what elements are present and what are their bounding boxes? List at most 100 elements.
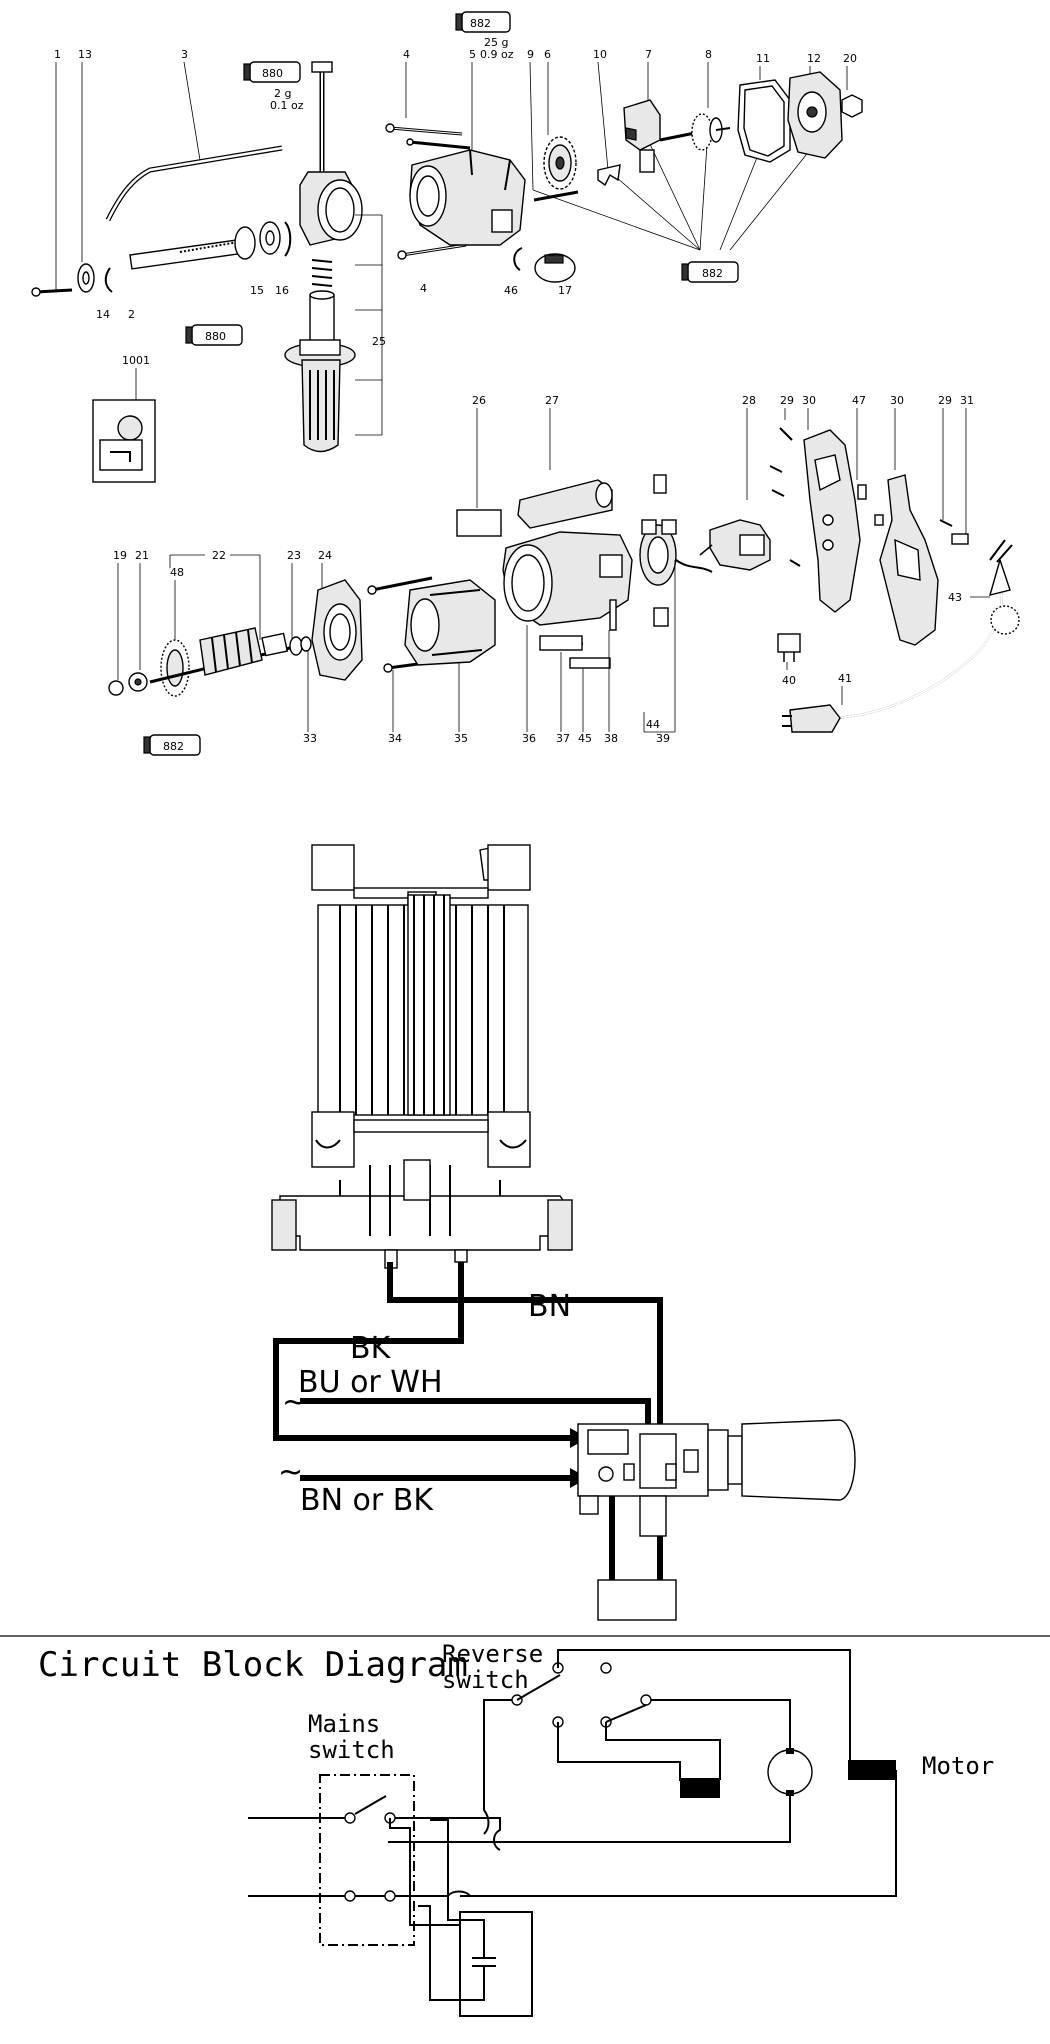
part-label: 11 [756, 52, 770, 65]
stator-35 [404, 579, 496, 666]
mains-switch-label: Mains [308, 1710, 380, 1738]
gear-housing [409, 149, 526, 246]
wires [273, 1262, 668, 1580]
part-label: 43 [948, 591, 962, 604]
reverse-switch-label: Reverse [442, 1640, 543, 1668]
svg-text:25 g: 25 g [484, 36, 508, 49]
motor-label: Motor [922, 1752, 994, 1780]
grease-tube-882-low: 882 [143, 734, 201, 756]
grease-tube-882-mid: 882 [681, 261, 739, 283]
part-label: 36 [522, 732, 536, 745]
svg-text:882: 882 [470, 17, 491, 30]
part-labels-top: 1 13 3 4 5 6 9 10 7 8 11 12 20 [54, 48, 857, 65]
part-label: 40 [782, 674, 796, 687]
part-label: 2 [128, 308, 135, 321]
part-label: 3 [181, 48, 188, 61]
switch-block-drawing [577, 1419, 856, 1621]
handle-half-left-30 [803, 429, 861, 613]
part-label: 33 [303, 732, 317, 745]
motor-wiring-diagram: BN BK BU or WH ~ ~ BN or BK [271, 844, 856, 1621]
part-label: 30 [890, 394, 904, 407]
supply-label-2: BN or BK [300, 1483, 434, 1518]
svg-text:880: 880 [205, 330, 226, 343]
part-label: 5 [469, 48, 476, 61]
nut-20 [841, 94, 863, 118]
part-label: 20 [843, 52, 857, 65]
clip-10 [597, 164, 621, 187]
screws-4 [385, 123, 471, 260]
switch-28 [699, 519, 771, 571]
brush-holder-39 [639, 519, 713, 586]
circlip-46 [513, 247, 523, 271]
part-label: 7 [645, 48, 652, 61]
part-label: 41 [838, 672, 852, 685]
part-label: 25 [372, 335, 386, 348]
grease-tube-880-low: 880 [185, 324, 243, 346]
part-label: 34 [388, 732, 402, 745]
bearing-shield-24 [311, 579, 363, 681]
part-label: 8 [705, 48, 712, 61]
gear-cover-12 [787, 71, 843, 159]
wire-label-bn: BN [528, 1289, 571, 1324]
spindle-assembly [31, 145, 292, 297]
svg-text:882: 882 [163, 740, 184, 753]
part-label: 14 [96, 308, 110, 321]
part-label: 21 [135, 549, 149, 562]
selector-knob-17 [534, 253, 576, 283]
reverse-switch-label-2: switch [442, 1666, 529, 1694]
rating-plate-26 [456, 509, 502, 537]
part-label: 45 [578, 732, 592, 745]
part-label: 22 [212, 549, 226, 562]
part-label: 28 [742, 394, 756, 407]
part-label: 4 [403, 48, 410, 61]
tilde-2: ~ [278, 1455, 303, 1490]
part-label: 12 [807, 52, 821, 65]
part-label: 31 [960, 394, 974, 407]
svg-text:2 g: 2 g [274, 87, 291, 100]
circuit-block-diagram: Circuit Block Diagram Reverse switch Mai… [38, 1640, 994, 2017]
part-label: 17 [558, 284, 572, 297]
part-label: 37 [556, 732, 570, 745]
part-label: 29 [938, 394, 952, 407]
part-label: 19 [113, 549, 127, 562]
part-label: 39 [656, 732, 670, 745]
armature-22 [108, 627, 312, 697]
part-label: 13 [78, 48, 92, 61]
brush-cover-27 [517, 479, 613, 529]
spacer-47 [857, 484, 867, 500]
part-labels-lower: 26 27 28 29 30 47 30 29 31 [472, 394, 974, 540]
carbon-brush [653, 474, 667, 494]
grease-tube-882-top: 882 25 g 0.9 oz [455, 11, 514, 61]
part-label: 15 [250, 284, 264, 297]
part-label: 46 [504, 284, 518, 297]
svg-text:0.9 oz: 0.9 oz [480, 48, 514, 61]
part-label: 16 [275, 284, 289, 297]
part-label: 9 [527, 48, 534, 61]
handle-half-right-30 [879, 474, 939, 646]
part-labels-bottom: 33 34 35 36 37 45 38 44 39 40 41 43 [303, 560, 990, 745]
part-label: 30 [802, 394, 816, 407]
switch-shifter-7 [623, 99, 661, 173]
part-label: 10 [593, 48, 607, 61]
part-label: 6 [544, 48, 551, 61]
motor-stator-drawing [271, 844, 573, 1269]
power-cable-41 [782, 539, 1020, 733]
block-diagram-title: Circuit Block Diagram [38, 1645, 468, 1685]
part-label: 47 [852, 394, 866, 407]
screws-29 [769, 427, 953, 567]
circuit-lines [248, 1649, 897, 2017]
svg-text:882: 882 [702, 267, 723, 280]
capacitor-40 [777, 633, 801, 662]
mains-switch-label-2: switch [308, 1736, 395, 1764]
part-labels-armature: 19 21 22 48 23 24 [113, 549, 332, 680]
intermediate-shaft-8 [659, 113, 731, 151]
wire-label-bk: BK [350, 1331, 392, 1366]
pin-9 [533, 190, 579, 202]
motor-housing-36: metabo [502, 531, 633, 669]
grease-tube-880-top: 880 2 g 0.1 oz [243, 61, 304, 112]
svg-text:880: 880 [262, 67, 283, 80]
part-label: 35 [454, 732, 468, 745]
inset-1001: 1001 [92, 354, 156, 483]
svg-text:1001: 1001 [122, 354, 150, 367]
part-label: 26 [472, 394, 486, 407]
